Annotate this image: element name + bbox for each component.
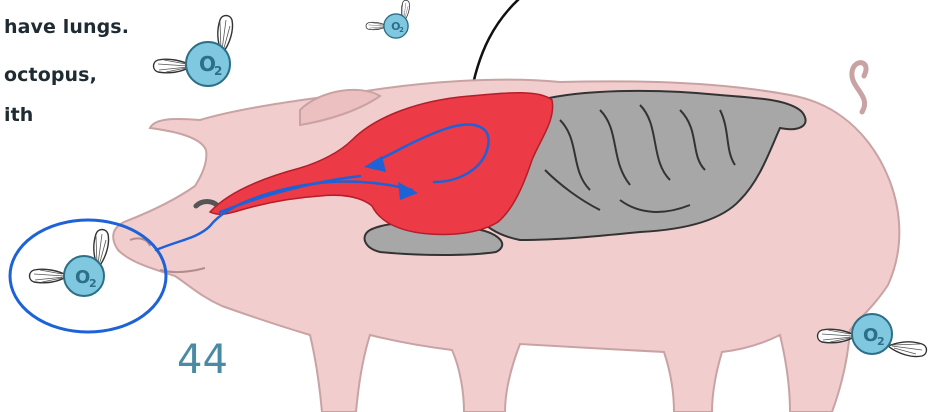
oxygen-molecule-icon: O 2 <box>30 230 109 297</box>
pig-tail <box>852 63 866 112</box>
oxygen-molecule-icon: O 2 <box>366 0 409 38</box>
page-number: 44 <box>177 337 228 383</box>
svg-text:2: 2 <box>214 64 222 78</box>
svg-text:2: 2 <box>877 335 885 348</box>
svg-text:2: 2 <box>399 26 404 34</box>
oxygen-molecule-icon: O 2 <box>154 16 233 87</box>
svg-text:2: 2 <box>89 277 97 290</box>
